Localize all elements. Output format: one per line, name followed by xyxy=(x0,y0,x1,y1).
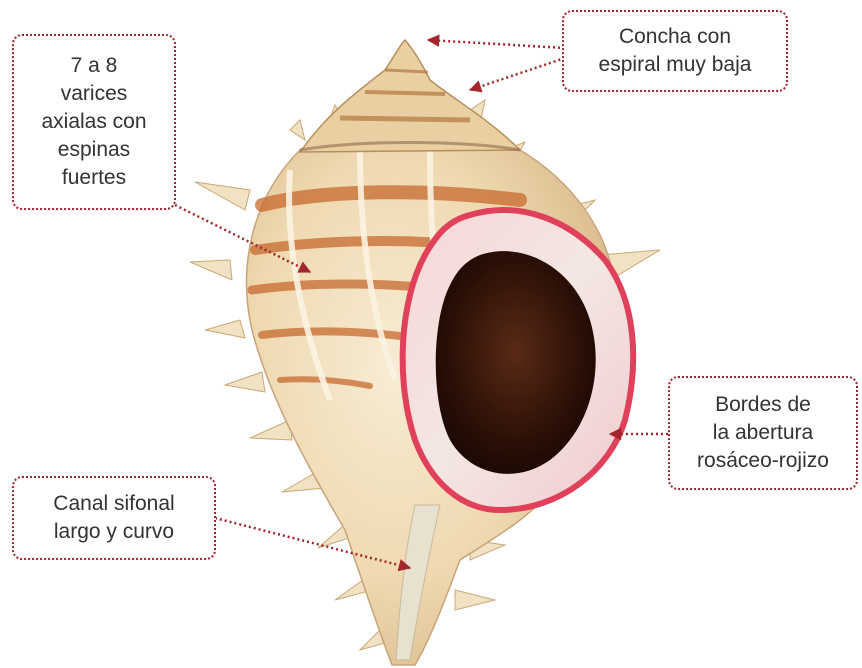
leader-canal xyxy=(214,516,412,572)
aperture-opening xyxy=(435,251,596,474)
callout-aperture: Bordes de la abertura rosáceo-rojizo xyxy=(668,376,858,490)
callout-spire: Concha con espiral muy baja xyxy=(562,10,788,92)
leader-spire-apex xyxy=(426,34,566,50)
callout-canal-text: Canal sifonal largo y curvo xyxy=(53,492,175,543)
shell-spire xyxy=(298,38,522,153)
leader-spire-shoulder xyxy=(468,56,566,93)
leader-varices xyxy=(174,203,312,274)
callout-canal: Canal sifonal largo y curvo xyxy=(12,476,216,560)
leader-lines xyxy=(174,34,668,572)
callout-varices: 7 a 8 varices axialas con espinas fuerte… xyxy=(12,34,176,210)
callout-spire-text: Concha con espiral muy baja xyxy=(598,25,752,76)
callout-aperture-text: Bordes de la abertura rosáceo-rojizo xyxy=(697,393,829,472)
siphonal-canal xyxy=(395,504,441,661)
callout-varices-text: 7 a 8 varices axialas con espinas fuerte… xyxy=(41,54,147,189)
